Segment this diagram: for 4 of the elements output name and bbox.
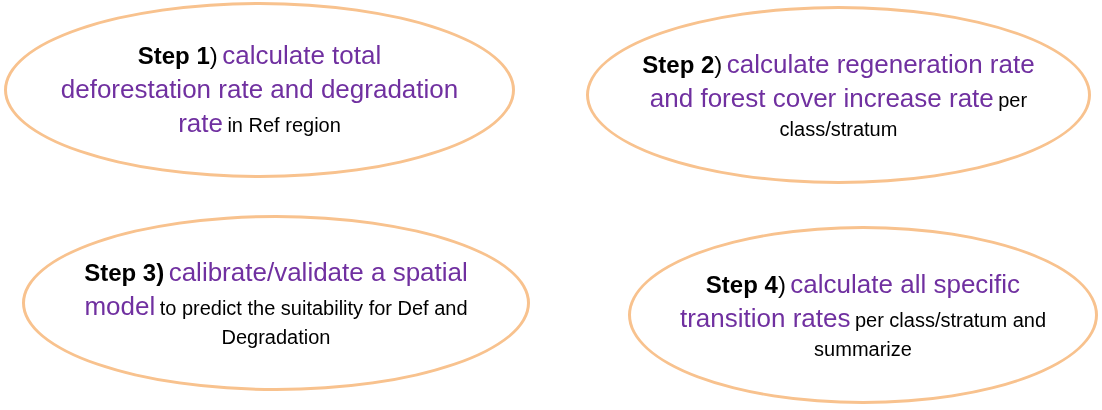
step-text: Step 2) calculate regeneration rate and forest cover increase rate per class/stratum (641, 48, 1036, 142)
step-text: Step 4) calculate all specific transition rates per class/stratum and summarize (678, 268, 1048, 362)
step-text: Step 3) calibrate/validate a spatial model to predict the suitability for Def and Degradation (83, 256, 469, 350)
step-text: Step 1) calculate total deforestation rate and degradation rate in Ref region (59, 39, 460, 140)
